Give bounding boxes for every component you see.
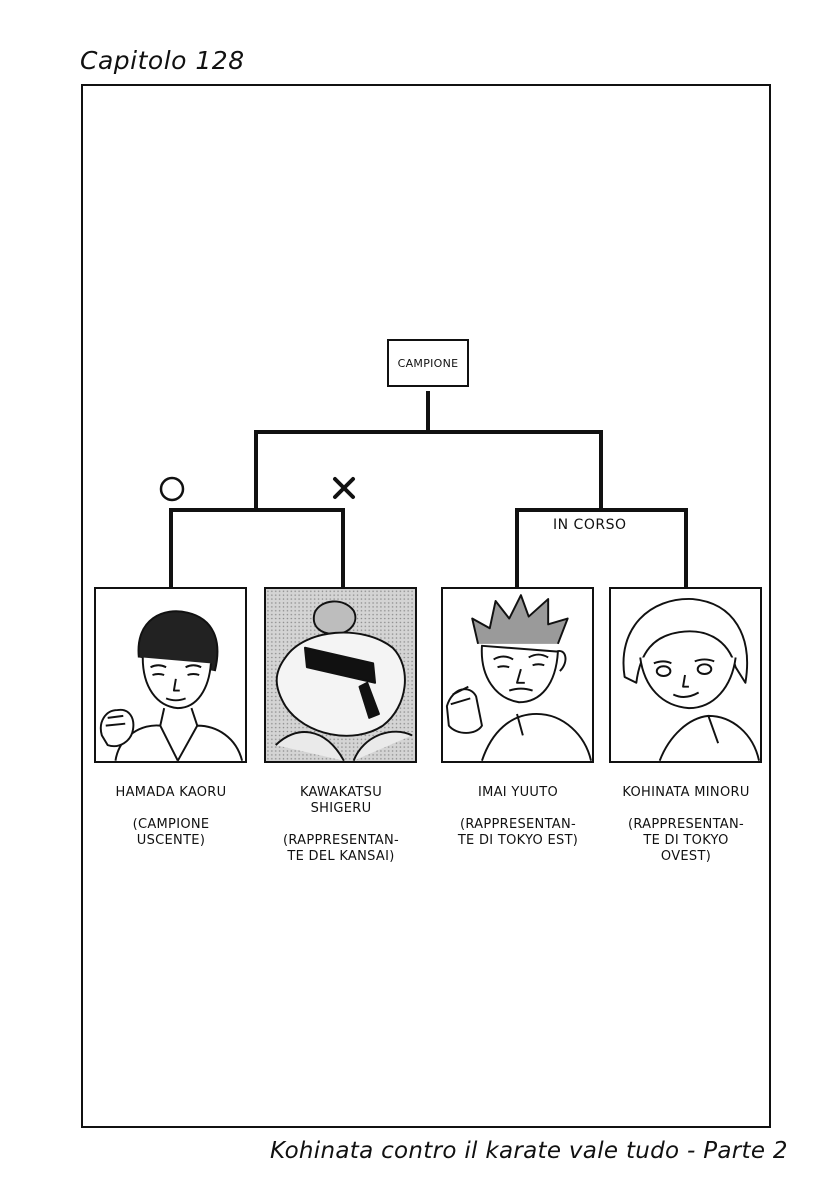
- in-progress-label: IN CORSO: [553, 517, 627, 533]
- champion-label: CAMPIONE: [397, 356, 459, 370]
- fighter-portrait-hamada-drawing: [99, 610, 244, 761]
- cross-loss-icon: [333, 477, 355, 499]
- episode-title: Kohinata contro il karate vale tudo - Pa…: [270, 1138, 788, 1164]
- fighter-name: IMAI YUUTO: [477, 785, 559, 800]
- fighter-portrait-imai: [441, 587, 594, 763]
- chapter-title: Capitolo 128: [80, 46, 245, 75]
- page-frame: [81, 84, 771, 1128]
- fighter-name: HAMADA KAORU: [115, 785, 227, 800]
- fighter-portrait-kawakatsu: [264, 587, 417, 763]
- fighter-description: (RAPPRESENTAN- TE DI TOKYO EST): [457, 817, 579, 848]
- fighter-portrait-imai-drawing: [445, 594, 592, 761]
- fighter-caption-2: KAWAKATSU SHIGERU (RAPPRESENTAN- TE DEL …: [256, 769, 426, 881]
- fighter-name: KOHINATA MINORU: [622, 785, 750, 800]
- fighter-portrait-kawakatsu-drawing: [266, 589, 415, 761]
- fighter-description: (CAMPIONE USCENTE): [132, 817, 210, 848]
- fighter-caption-3: IMAI YUUTO (RAPPRESENTAN- TE DI TOKYO ES…: [433, 769, 603, 865]
- fighter-portrait-hamada: [94, 587, 247, 763]
- champion-box: CAMPIONE: [387, 339, 469, 387]
- fighter-caption-4: KOHINATA MINORU (RAPPRESENTAN- TE DI TOK…: [601, 769, 771, 881]
- fighter-portrait-kohinata-drawing: [622, 598, 760, 761]
- fighter-portrait-kohinata: [609, 587, 762, 763]
- fighter-description: (RAPPRESENTAN- TE DEL KANSAI): [282, 833, 400, 864]
- fighter-description: (RAPPRESENTAN- TE DI TOKYO OVEST): [627, 817, 745, 864]
- fighter-caption-1: HAMADA KAORU (CAMPIONE USCENTE): [86, 769, 256, 865]
- fighter-name: KAWAKATSU SHIGERU: [299, 785, 383, 816]
- circle-win-icon: [159, 476, 185, 502]
